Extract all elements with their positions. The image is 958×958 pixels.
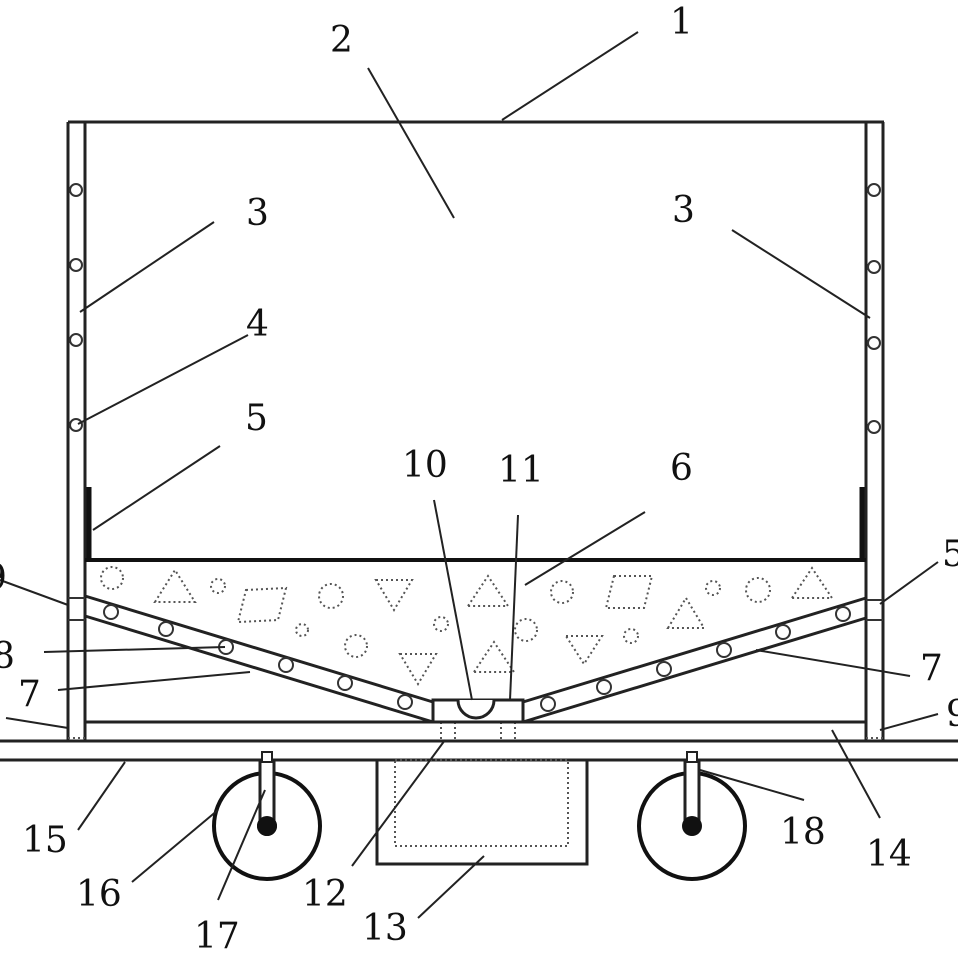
label-18: 18 bbox=[780, 812, 826, 853]
label-12: 12 bbox=[302, 874, 348, 915]
box-body bbox=[66, 120, 885, 740]
right-wheel bbox=[637, 751, 747, 881]
filter-media bbox=[100, 566, 834, 686]
label-9-right: 9 bbox=[946, 694, 958, 735]
label-2: 2 bbox=[330, 20, 353, 61]
drain-fitting bbox=[431, 698, 525, 740]
base-plate bbox=[0, 739, 958, 762]
label-1: 1 bbox=[670, 2, 693, 43]
label-5-right: 5 bbox=[942, 534, 958, 575]
label-4: 4 bbox=[246, 304, 269, 345]
side-brackets bbox=[86, 487, 865, 560]
wall-notches bbox=[68, 597, 883, 739]
label-11: 11 bbox=[498, 450, 544, 491]
label-3-right: 3 bbox=[672, 190, 695, 231]
label-16: 16 bbox=[76, 874, 122, 915]
label-13: 13 bbox=[362, 908, 408, 949]
label-9-left: 9 bbox=[0, 558, 7, 599]
label-7-left: 7 bbox=[18, 674, 41, 715]
label-10: 10 bbox=[402, 445, 448, 486]
label-14: 14 bbox=[866, 834, 912, 875]
left-wheel bbox=[212, 751, 322, 881]
leader-lines bbox=[0, 31, 939, 919]
collection-tank bbox=[375, 759, 589, 866]
label-8: 8 bbox=[0, 636, 15, 677]
label-7-right: 7 bbox=[920, 648, 943, 689]
label-6: 6 bbox=[670, 448, 693, 489]
label-5-left: 5 bbox=[245, 398, 268, 439]
wall-holes bbox=[69, 183, 881, 434]
label-3-left: 3 bbox=[246, 193, 269, 234]
plate-holes bbox=[103, 604, 851, 712]
label-15: 15 bbox=[22, 820, 68, 861]
label-17: 17 bbox=[194, 916, 240, 957]
sloped-plates bbox=[84, 594, 867, 724]
